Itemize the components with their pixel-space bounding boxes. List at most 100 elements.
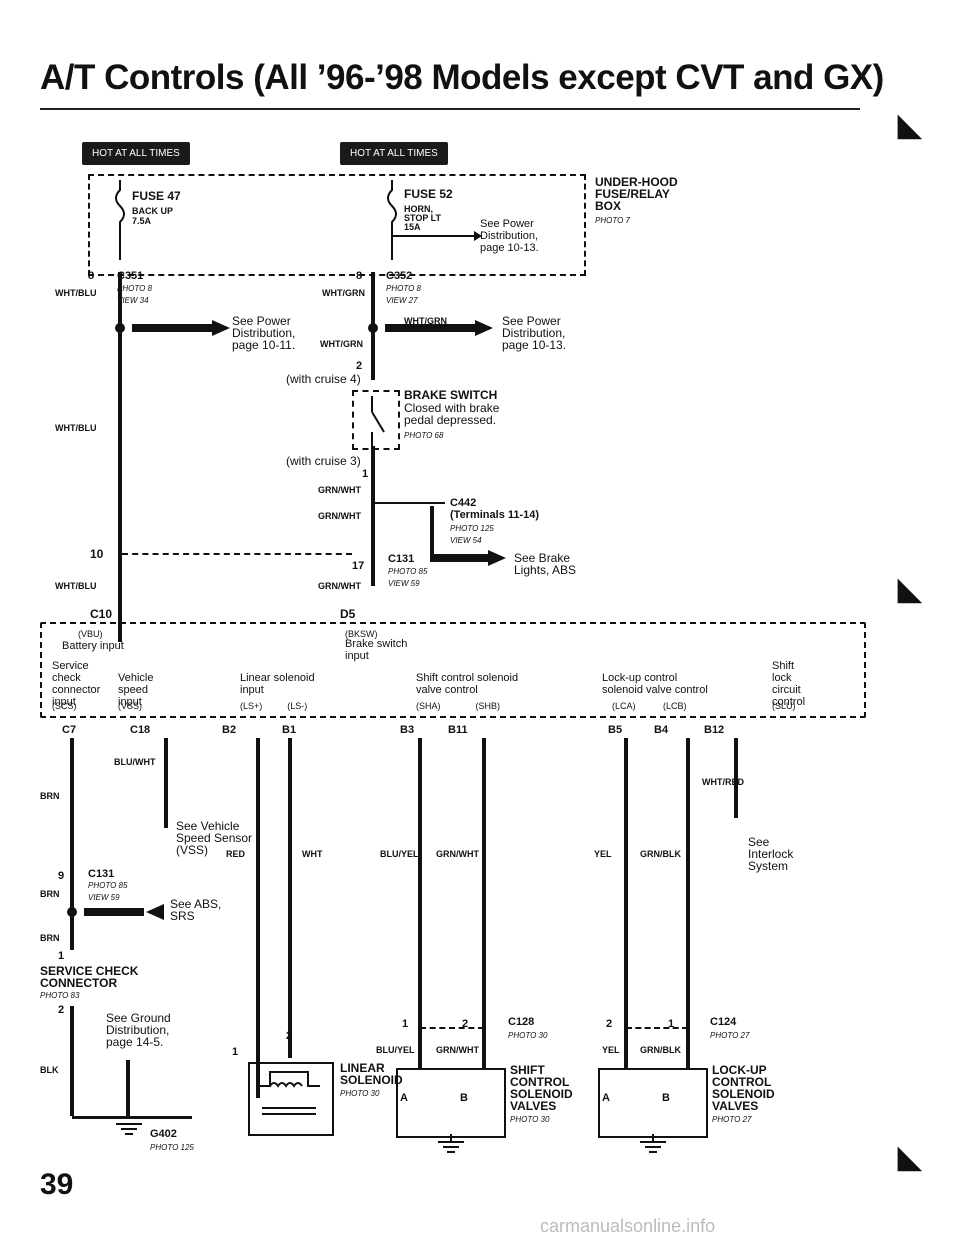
hot-badge-1: HOT AT ALL TIMES: [82, 142, 190, 165]
pcm-battery-input: Battery input: [62, 640, 124, 652]
c131-dashed-link: [122, 553, 352, 555]
lockup-solenoid-title: LOCK-UP CONTROL SOLENOID VALVES: [712, 1063, 775, 1113]
c351-photo: PHOTO 8 VIEW 34: [117, 284, 152, 305]
b1-label: B1: [282, 724, 297, 736]
c128-photo: PHOTO 30: [508, 1031, 548, 1040]
wht-blu-label-mid: WHT/BLU: [55, 423, 97, 433]
c352-name: C352: [386, 270, 413, 282]
pcm-vss: (VSS): [118, 701, 143, 711]
splice-arrow-abs: [67, 904, 164, 920]
shift-solenoid-box: [396, 1068, 506, 1138]
brn-label-2: BRN: [40, 889, 60, 899]
d5-label: D5: [340, 607, 356, 621]
wire-red: [256, 738, 260, 1098]
linear-solenoid-photo: PHOTO 30: [340, 1089, 380, 1098]
service-pin-2: 2: [58, 1004, 65, 1016]
watermark: carmanualsonline.info: [540, 1216, 716, 1236]
g402-photo: PHOTO 125: [150, 1143, 194, 1152]
linear-pin-1: 1: [232, 1046, 239, 1058]
wire-wht-blu-lower: [118, 560, 122, 606]
brn-label-3: BRN: [40, 933, 60, 943]
c124-pin-1: 1: [668, 1018, 675, 1030]
page-title: A/T Controls (All ’96-’98 Models except …: [40, 58, 884, 97]
brake-switch-icon: [371, 396, 385, 446]
splice-arrow-1011: [115, 320, 230, 336]
lockup-solenoid-b: B: [662, 1092, 670, 1104]
pin-10: 10: [90, 547, 104, 561]
wire-blu-wht: [164, 738, 168, 828]
c131a-photo: PHOTO 85 VIEW 59: [388, 567, 428, 588]
service-photo: PHOTO 83: [40, 991, 80, 1000]
c128-pin-1: 1: [402, 1018, 409, 1030]
yel-label-2: YEL: [602, 1045, 620, 1055]
pcm-bksw: (BKSW): [345, 629, 378, 639]
see-power-1011: See Power Distribution, page 10-11.: [232, 314, 296, 352]
pcm-scs: (SCS): [52, 701, 77, 711]
grn-wht-label-2: GRN/WHT: [436, 1045, 479, 1055]
pcm-vbu: (VBU): [78, 629, 103, 639]
linear-solenoid-box: [248, 1062, 334, 1136]
shift-solenoid-b: B: [460, 1092, 468, 1104]
c128-pin-2: 2: [462, 1018, 469, 1030]
fuse-box-frame: [88, 174, 586, 276]
wire-ground-branch: [126, 1060, 130, 1116]
fuse52-desc2: STOP LT: [404, 213, 442, 223]
pcm-frame: [40, 622, 866, 718]
fuse47-icon: [115, 180, 125, 260]
pcm-vehicle-input: Vehicle speed input: [118, 672, 154, 708]
grn-blk-label-2: GRN/BLK: [640, 1045, 681, 1055]
fuse-relay-box-title: UNDER-HOOD FUSE/RELAY BOX: [595, 175, 678, 213]
wire-wht-blu: [118, 272, 122, 642]
fuse52-desc1: HORN,: [404, 204, 433, 214]
wire-c442-down: [430, 506, 434, 558]
page-number: 39: [40, 1168, 74, 1201]
shift-solenoid-photo: PHOTO 30: [510, 1115, 550, 1124]
pcm-linear-input: Linear solenoid input: [240, 672, 315, 696]
c442-name: C442: [450, 497, 477, 509]
c352-pin: 8: [356, 270, 363, 282]
with-cruise-4: (with cruise 4): [286, 372, 361, 386]
yel-label: YEL: [594, 849, 612, 859]
see-vss: See Vehicle Speed Sensor (VSS): [176, 819, 253, 857]
splice-arrow-brake: [430, 550, 506, 566]
see-power-1013b: See Power Distribution, page 10-13.: [502, 314, 567, 352]
pcm-brake-input: Brake switch input: [345, 638, 408, 662]
fuse52-name: FUSE 52: [404, 187, 453, 201]
see-power-1013a: See Power Distribution, page 10-13.: [480, 218, 539, 254]
lockup-solenoid-a: A: [602, 1092, 610, 1104]
wire-blk: [70, 1006, 74, 1116]
see-ground: See Ground Distribution, page 14-5.: [106, 1011, 171, 1049]
wht-grn-label-a: WHT/GRN: [404, 316, 447, 326]
title-rule: [40, 108, 860, 110]
brake-switch-frame: [352, 390, 400, 450]
wht-label: WHT: [302, 849, 323, 859]
b5-label: B5: [608, 724, 623, 736]
c10-label: C10: [90, 607, 113, 621]
splice-arrow-1013: [368, 320, 493, 336]
fuse52-rating: 15A: [404, 222, 421, 232]
c124-pin-2: 2: [606, 1018, 613, 1030]
c351-pin: 8: [88, 270, 95, 282]
pcm-shift-control: Shift control solenoid valve control: [416, 672, 519, 696]
fuse47-rating: 7.5A: [132, 216, 152, 226]
c124-label: C124: [710, 1016, 737, 1028]
linear-pin-2: 2: [286, 1030, 293, 1042]
wht-red-label: WHT/RED: [702, 777, 744, 787]
shift-solenoid-title: SHIFT CONTROL SOLENOID VALVES: [510, 1063, 573, 1113]
wht-blu-label-bot: WHT/BLU: [55, 581, 97, 591]
b12-label: B12: [704, 724, 725, 736]
c352-wire: WHT/GRN: [322, 288, 365, 298]
wire-blu-yel: [418, 738, 422, 1068]
page-tab-mark: ◣: [898, 1141, 922, 1174]
wire-grn-wht-lower: [482, 738, 486, 1068]
pcm-shift-lock: Shift lock circuit control: [772, 660, 806, 708]
c131b-photo: PHOTO 85 VIEW 59: [88, 881, 128, 902]
ground-icon: [116, 1123, 142, 1135]
pcm-ls: (LS+) (LS-): [240, 701, 308, 711]
wire-yel: [624, 738, 628, 1068]
g402-label: G402: [150, 1128, 177, 1140]
pin-2: 2: [356, 360, 363, 372]
b2-label: B2: [222, 724, 237, 736]
c128-dashed-link: [420, 1027, 484, 1029]
blu-yel-label-2: BLU/YEL: [376, 1045, 415, 1055]
